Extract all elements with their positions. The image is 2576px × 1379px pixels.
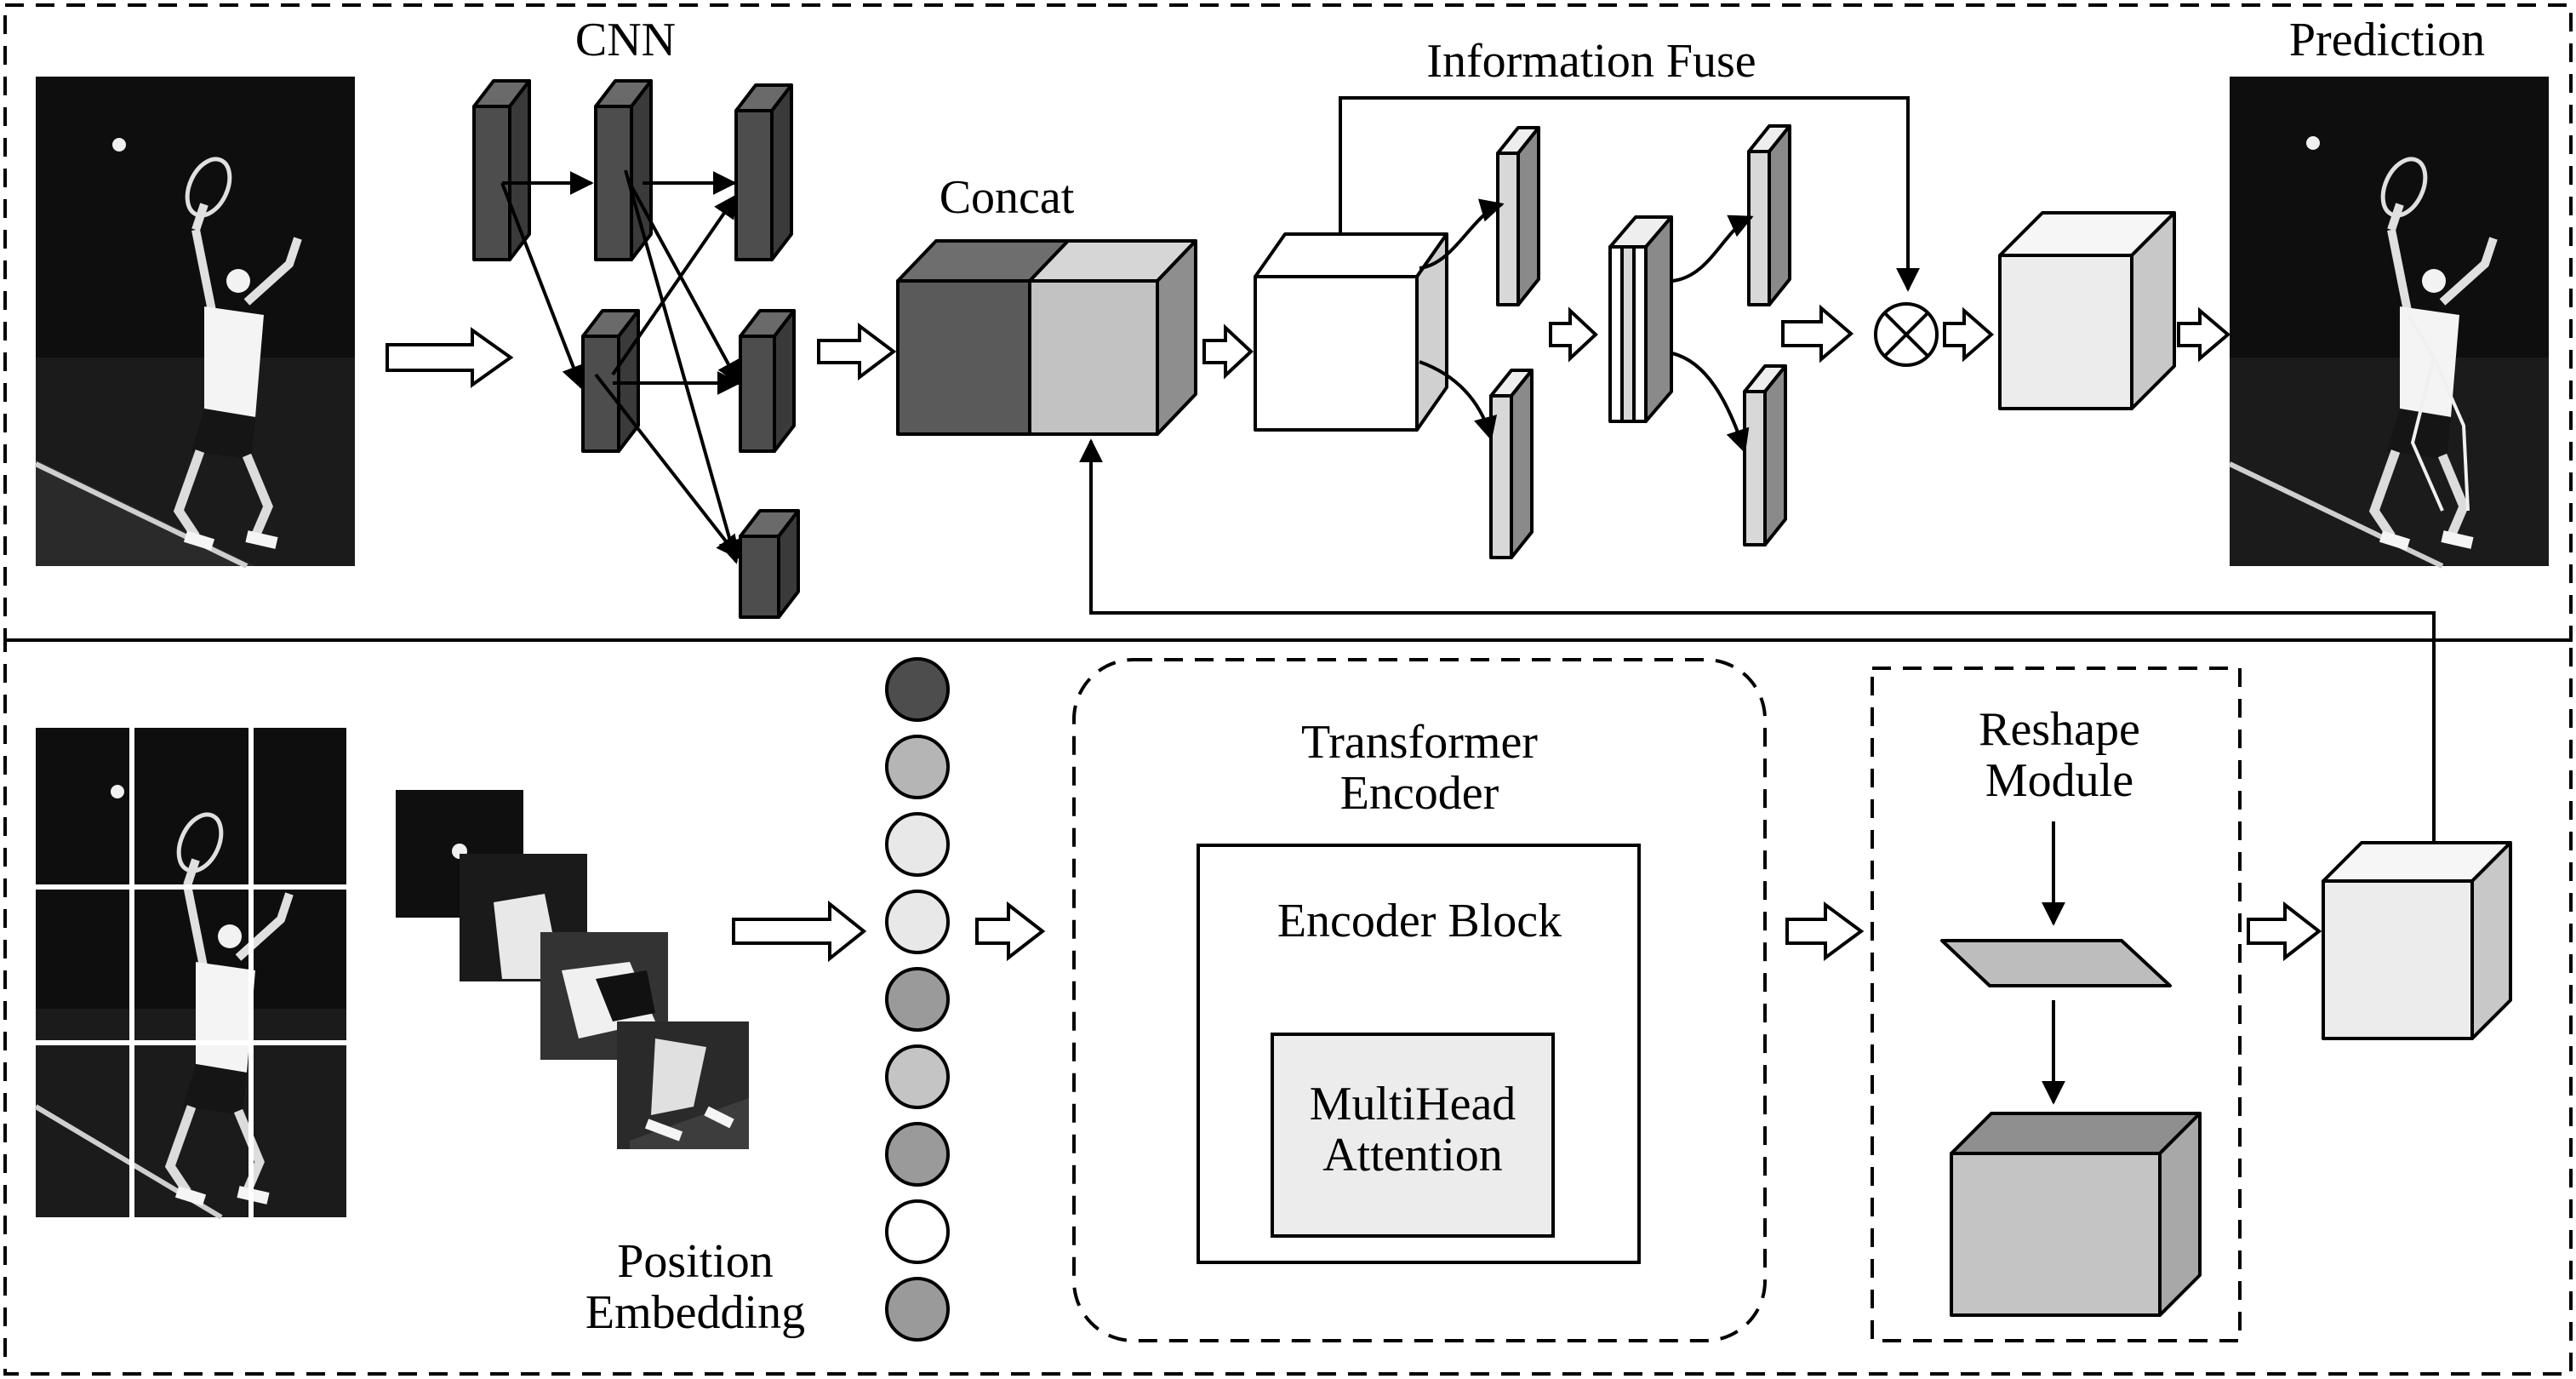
fuse-plates (1489, 124, 1791, 559)
token-circle (885, 1122, 950, 1187)
hollow-arrow-6 (1943, 306, 1995, 363)
token-circle (885, 657, 950, 722)
transformer-label-line2: Encoder (1340, 767, 1499, 820)
input-image (34, 77, 355, 569)
bottom-section-frame (3, 638, 2573, 1376)
prediction-label: Prediction (2289, 14, 2485, 66)
token-circle (885, 1199, 950, 1264)
hollow-arrow-9 (975, 901, 1046, 962)
reshape-label-line1: Reshape (1979, 703, 2140, 756)
hollow-arrow-7 (2177, 306, 2231, 363)
multiply-node (1874, 302, 1939, 367)
plate-stack (1608, 215, 1673, 423)
multihead-attention-block (1271, 1033, 1555, 1238)
token-circle (885, 812, 950, 877)
image-patches (396, 790, 749, 1149)
token-circle (885, 1044, 950, 1109)
token-circle (885, 890, 950, 954)
hollow-arrow-8 (732, 900, 867, 963)
concat-label: Concat (940, 171, 1075, 224)
cnn-block-4 (581, 309, 640, 453)
cnn-blocks (472, 79, 800, 619)
reshape-label-line2: Module (1985, 754, 2133, 807)
cnn-block-2 (594, 79, 653, 261)
reshape-cube (1950, 1112, 2202, 1317)
hollow-arrow-5 (1781, 304, 1854, 363)
token-sequence (885, 657, 950, 1342)
top-section-frame (3, 3, 2573, 642)
token-circle (885, 967, 950, 1032)
fuse-input-cube (1254, 232, 1448, 432)
plate-upper-1 (1496, 126, 1540, 306)
hollow-arrow-2 (817, 323, 897, 381)
hollow-arrow-3 (1202, 323, 1254, 380)
plate-lower-2 (1743, 364, 1787, 546)
cnn-label: CNN (575, 14, 676, 66)
hollow-arrow-1 (386, 327, 514, 388)
position-label-line1: Position (617, 1235, 774, 1288)
position-label-line2: Embedding (585, 1286, 805, 1339)
plate-upper-2 (1747, 124, 1791, 306)
reshape-module-frame (1871, 667, 2242, 1342)
token-circle (885, 735, 950, 799)
reshape-plane (1940, 939, 2172, 987)
transformer-encoder-frame (1072, 658, 1767, 1342)
token-circle (885, 1277, 950, 1342)
encoder-block-label: Encoder Block (1277, 895, 1562, 947)
plate-lower-1 (1489, 369, 1534, 559)
cnn-connections (500, 169, 742, 564)
fuse-curved-arrows (1419, 198, 1754, 454)
information-fuse-label: Information Fuse (1426, 35, 1756, 88)
feedback-connection (1079, 438, 2436, 873)
cnn-block-6 (739, 509, 800, 619)
multihead-label-line2: Attention (1322, 1129, 1503, 1182)
cnn-block-3 (734, 83, 793, 261)
hollow-arrow-10 (1785, 901, 1865, 961)
transformer-label-line1: Transformer (1301, 716, 1538, 769)
hollow-arrow-11 (2247, 901, 2322, 962)
hollow-arrow-4 (1549, 306, 1598, 363)
multihead-label-line1: MultiHead (1310, 1078, 1516, 1130)
fuse-skip-connection (1339, 96, 1920, 292)
output-cube (1998, 211, 2176, 410)
cnn-block-5 (739, 309, 796, 453)
grid-input-image (34, 728, 346, 1220)
transformer-output-cube (2322, 841, 2512, 1040)
prediction-image (2228, 77, 2549, 569)
concat-block (896, 239, 1197, 436)
